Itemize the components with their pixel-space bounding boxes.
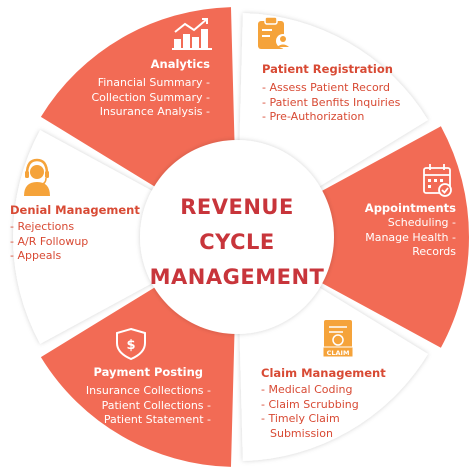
- segment-analytics-item: Insurance Analysis -: [99, 105, 210, 118]
- center-title: REVENUE CYCLE MANAGEMENT: [137, 190, 337, 295]
- segment-analytics: Analytics Financial Summary - Collection…: [50, 57, 210, 120]
- segment-patient-registration: Patient Registration - Assess Patient Re…: [262, 62, 432, 125]
- segment-claim-management-item: - Claim Scrubbing: [261, 397, 359, 411]
- claim-document-icon: [322, 320, 354, 358]
- calendar-icon: [423, 164, 452, 197]
- center-title-line-3: MANAGEMENT: [149, 265, 325, 289]
- segment-denial-management-item: - Appeals: [10, 249, 62, 262]
- segment-appointments-item: Scheduling -: [387, 216, 456, 229]
- headset-agent-icon: [24, 158, 50, 196]
- segment-denial-management-title: Denial Management: [10, 203, 140, 217]
- segment-claim-management-item: - Timely Claim: [261, 412, 340, 425]
- dollar-shield-icon: $: [116, 327, 146, 361]
- segment-appointments: Appointments Scheduling - Manage Health …: [316, 201, 456, 260]
- svg-text:$: $: [126, 338, 135, 353]
- segment-claim-management-title: Claim Management: [261, 366, 386, 380]
- segment-patient-registration-item: - Assess Patient Record: [262, 81, 390, 94]
- segment-denial-management-bg: [13, 130, 185, 344]
- segment-claim-management-item: - Medical Coding: [261, 383, 353, 396]
- segment-denial-management: Denial Management - Rejections - A/R Fol…: [10, 203, 150, 264]
- segment-payment-posting-item: Insurance Collections -: [85, 384, 211, 397]
- segment-denial-management-item: - Rejections: [10, 220, 75, 233]
- segment-claim-management: Claim Management - Medical Coding - Clai…: [261, 366, 411, 441]
- segment-claim-management-item: Submission: [270, 426, 333, 440]
- segment-analytics-item: Financial Summary -: [97, 76, 210, 89]
- segment-payment-posting-title: Payment Posting: [93, 365, 203, 379]
- segment-payment-posting-item: Patient Collections -: [101, 398, 211, 412]
- segment-patient-registration-item: - Patient Benfits Inquiries: [262, 95, 401, 109]
- segment-appointments-item: Records: [412, 245, 456, 258]
- bar-chart-icon: [172, 18, 212, 50]
- segment-patient-registration-item: - Pre-Authorization: [262, 110, 365, 123]
- segment-analytics-title: Analytics: [150, 57, 210, 71]
- center-title-line-1: REVENUE: [180, 195, 294, 219]
- segment-denial-management-item: - A/R Followup: [10, 234, 89, 248]
- segment-analytics-item: Collection Summary -: [91, 90, 210, 104]
- segment-payment-posting: Payment Posting Insurance Collections - …: [41, 365, 211, 428]
- segment-appointments-item: Manage Health -: [365, 230, 456, 244]
- claim-icon-label: CLAIM: [327, 349, 350, 357]
- segment-appointments-title: Appointments: [364, 201, 456, 215]
- center-title-line-2: CYCLE: [199, 230, 275, 254]
- segment-patient-registration-title: Patient Registration: [262, 62, 393, 76]
- center-hub: [140, 140, 334, 334]
- id-card-icon: [258, 16, 290, 49]
- segment-payment-posting-item: Patient Statement -: [103, 413, 211, 426]
